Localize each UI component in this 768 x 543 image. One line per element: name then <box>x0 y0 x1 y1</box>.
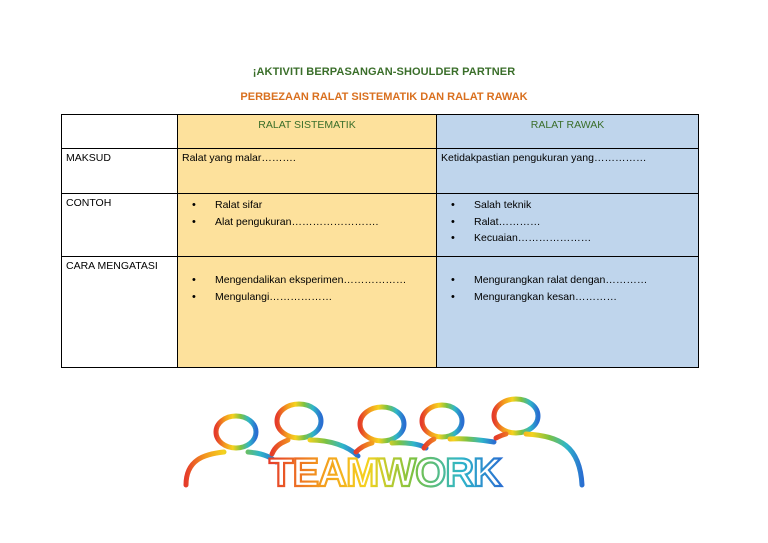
contoh-rawak-list: Salah teknik Ralat………… Kecuaian………………… <box>441 197 694 247</box>
person-head-2 <box>274 401 324 441</box>
list-item: Alat pengukuran……………………. <box>182 214 432 231</box>
cara-rawak-cell: Mengurangkan ralat dengan………… Mengurangk… <box>436 256 699 368</box>
person-head-1 <box>213 413 259 451</box>
contoh-rawak-cell: Salah teknik Ralat………… Kecuaian………………… <box>436 193 699 257</box>
teamwork-logo-text: TEAMWORK <box>269 451 502 495</box>
cara-sistematik-cell: Mengendalikan eksperimen……………… Mengulang… <box>177 256 437 368</box>
person-head-3 <box>357 404 407 444</box>
list-item: Kecuaian………………… <box>441 230 694 247</box>
person-shoulders-4 <box>421 436 497 451</box>
list-item: Salah teknik <box>441 197 694 214</box>
comparison-table: RALAT SISTEMATIK RALAT RAWAK MAKSUD Rala… <box>61 114 699 368</box>
list-item: Mengendalikan eksperimen……………… <box>182 272 432 289</box>
list-item: Ralat sifar <box>182 197 432 214</box>
cara-rawak-list: Mengurangkan ralat dengan………… Mengurangk… <box>441 272 694 305</box>
list-item: Ralat………… <box>441 214 694 231</box>
contoh-sistematik-list: Ralat sifar Alat pengukuran……………………. <box>182 197 432 230</box>
list-item: Mengurangkan ralat dengan………… <box>441 272 694 289</box>
person-shoulders-5 <box>493 431 585 488</box>
maksud-sistematik: Ralat yang malar………. <box>177 148 437 194</box>
person-head-4 <box>419 402 465 440</box>
person-head-5 <box>491 396 541 436</box>
table-row-maksud: MAKSUD Ralat yang malar………. Ketidakpasti… <box>61 148 699 194</box>
worksheet-subtitle: PERBEZAAN RALAT SISTEMATIK DAN RALAT RAW… <box>240 91 528 103</box>
table-row-cara-mengatasi: CARA MENGATASI Mengendalikan eksperimen…… <box>61 256 699 368</box>
row-label-contoh: CONTOH <box>61 193 178 257</box>
table-row-contoh: CONTOH Ralat sifar Alat pengukuran………………… <box>61 193 699 257</box>
row-label-maksud: MAKSUD <box>61 148 178 194</box>
maksud-rawak: Ketidakpastian pengukuran yang…………… <box>436 148 699 194</box>
list-item: Mengulangi……………… <box>182 289 432 306</box>
cara-sistematik-list: Mengendalikan eksperimen……………… Mengulang… <box>182 272 432 305</box>
table-header-row: RALAT SISTEMATIK RALAT RAWAK <box>61 114 699 149</box>
header-ralat-rawak: RALAT RAWAK <box>436 114 699 149</box>
list-item: Mengurangkan kesan………… <box>441 289 694 306</box>
header-empty <box>61 114 178 149</box>
person-shoulders-1 <box>183 449 279 488</box>
row-label-cara-mengatasi: CARA MENGATASI <box>61 256 178 368</box>
header-ralat-sistematik: RALAT SISTEMATIK <box>177 114 437 149</box>
teamwork-logo: TEAMWORK <box>183 396 585 496</box>
contoh-sistematik-cell: Ralat sifar Alat pengukuran……………………. <box>177 193 437 257</box>
activity-title: ¡AKTIVITI BERPASANGAN-SHOULDER PARTNER <box>252 66 516 78</box>
